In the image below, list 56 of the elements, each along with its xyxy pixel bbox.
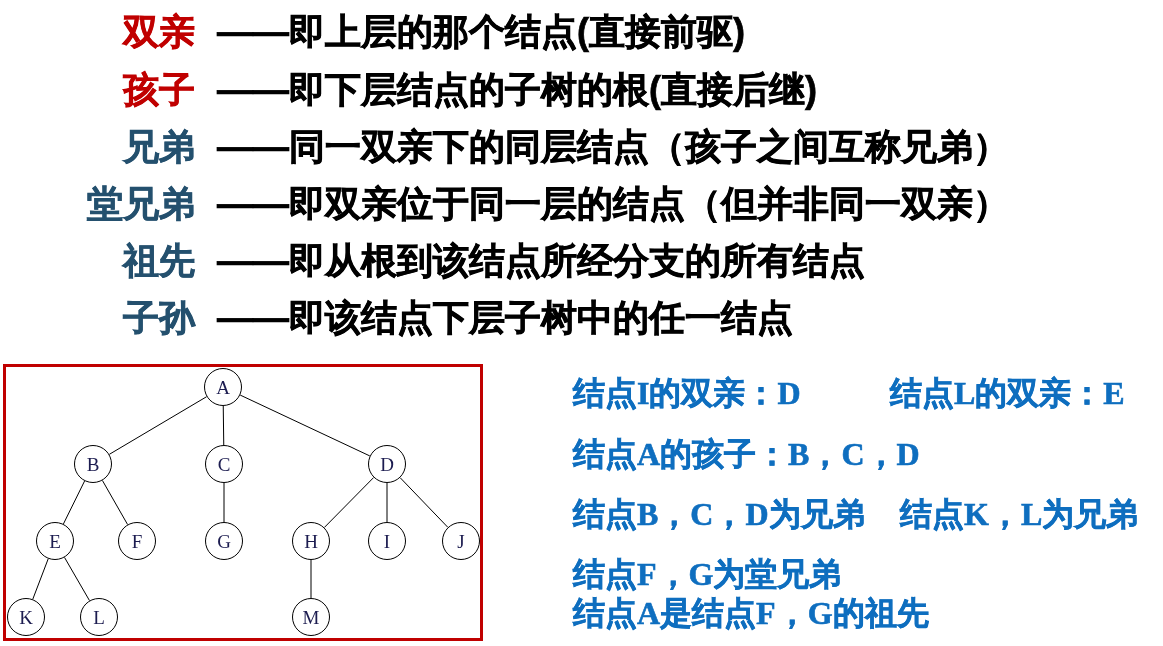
- node-letter: G: [217, 531, 231, 551]
- definition-text: ——即下层结点的子树的根(直接后继): [217, 70, 817, 110]
- node-letter: L: [93, 607, 105, 627]
- tree-edge: [399, 477, 449, 528]
- node-letter: H: [304, 531, 318, 551]
- example-note: 结点A是结点F，G的祖先: [573, 595, 929, 631]
- tree-edge: [323, 477, 375, 528]
- tree-edge: [223, 482, 225, 523]
- tree-node: [36, 522, 74, 560]
- tree-node: [118, 522, 156, 560]
- definition-text: ——即从根到该结点所经分支的所有结点: [217, 241, 865, 281]
- example-note: 结点A的孩子：B，C，D: [573, 436, 920, 472]
- definition-text: ——即上层的那个结点(直接前驱): [217, 12, 745, 52]
- tree-edge: [310, 559, 312, 599]
- definition-text: ——同一双亲下的同层结点（孩子之间互称兄弟）: [217, 127, 1009, 167]
- definition-text: ——即该结点下层子树中的任一结点: [217, 298, 793, 338]
- tree-edge: [386, 482, 388, 523]
- tree-node: [368, 445, 406, 483]
- definition-text: ——即双亲位于同一层的结点（但并非同一双亲）: [217, 184, 1009, 224]
- tree-node: [205, 445, 243, 483]
- node-letter: I: [383, 531, 391, 551]
- term-label: 祖先: [123, 241, 195, 281]
- tree-edge: [108, 396, 208, 455]
- tree-node: [7, 598, 45, 636]
- node-letter: J: [457, 531, 465, 551]
- tree-node: [74, 445, 112, 483]
- tree-edge: [64, 556, 90, 602]
- example-note: 结点L的双亲：E: [890, 375, 1125, 411]
- tree-edge: [32, 558, 49, 600]
- example-note: 结点B，C，D为兄弟: [573, 496, 865, 532]
- tree-node: [80, 598, 118, 636]
- term-label: 堂兄弟: [87, 184, 195, 224]
- node-letter: F: [131, 531, 143, 551]
- tree-node: [204, 368, 242, 406]
- node-letter: M: [302, 607, 320, 627]
- tree-node: [292, 598, 330, 636]
- tree-frame: [3, 364, 483, 641]
- tree-edge: [222, 405, 225, 446]
- tree-node: [205, 522, 243, 560]
- node-letter: K: [19, 607, 33, 627]
- tree-edge: [101, 480, 129, 525]
- node-letter: C: [217, 454, 231, 474]
- term-label: 双亲: [123, 12, 195, 52]
- example-note: 结点I的双亲：D: [573, 375, 801, 411]
- term-label: 孩子: [123, 70, 195, 110]
- term-label: 兄弟: [123, 127, 195, 167]
- tree-node: [442, 522, 480, 560]
- example-note: 结点F，G为堂兄弟: [573, 556, 842, 592]
- node-letter: D: [380, 454, 394, 474]
- node-letter: B: [86, 454, 100, 474]
- node-letter: E: [49, 531, 61, 551]
- node-letter: A: [216, 377, 230, 397]
- tree-node: [368, 522, 406, 560]
- example-note: 结点K，L为兄弟: [900, 496, 1139, 532]
- tree-node: [292, 522, 330, 560]
- term-label: 子孙: [123, 298, 195, 338]
